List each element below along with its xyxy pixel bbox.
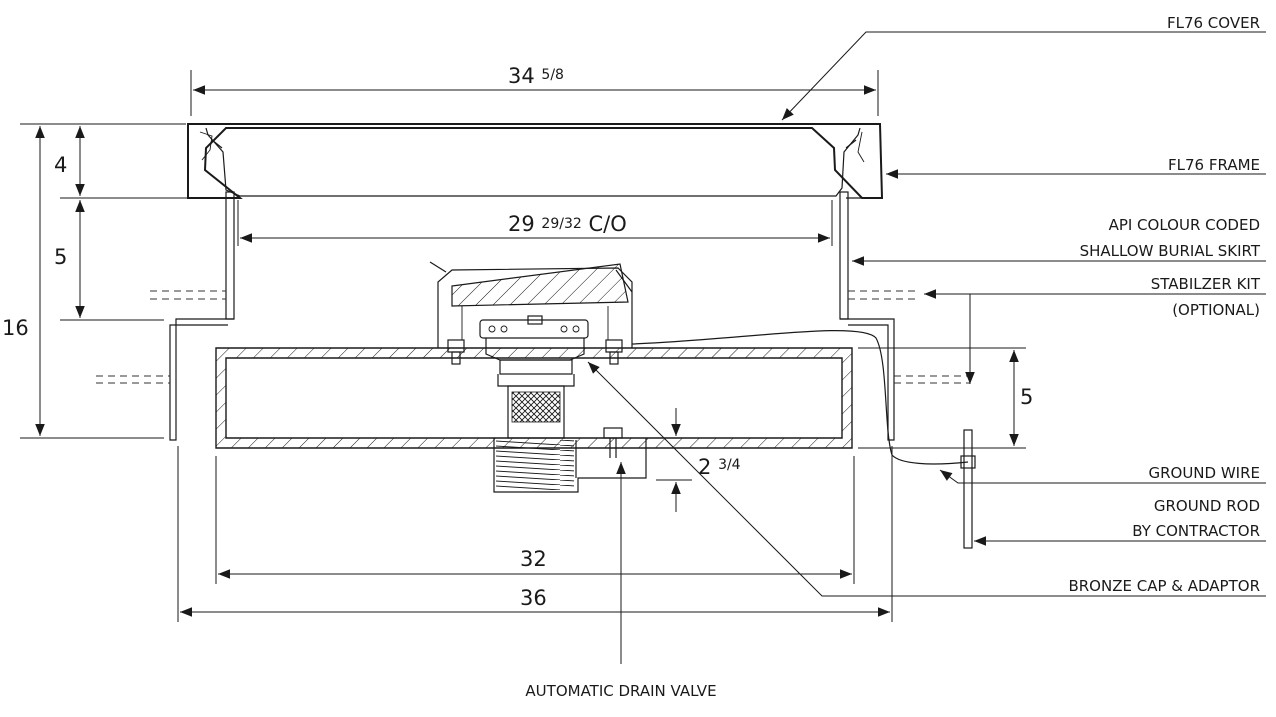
label-bronze-cap: BRONZE CAP & ADAPTOR bbox=[1068, 577, 1260, 595]
burial-skirt bbox=[169, 191, 895, 441]
dim-frame-height: 4 bbox=[54, 153, 67, 177]
label-skirt-line2: SHALLOW BURIAL SKIRT bbox=[1080, 242, 1261, 260]
label-stabilizer-line1: STABILZER KIT bbox=[1151, 275, 1261, 293]
label-frame: FL76 FRAME bbox=[1168, 156, 1260, 174]
label-cover: FL76 COVER bbox=[1167, 14, 1260, 32]
dimension-lines bbox=[20, 70, 1026, 622]
label-drain-valve: AUTOMATIC DRAIN VALVE bbox=[525, 682, 716, 700]
label-ground-rod-line2: BY CONTRACTOR bbox=[1132, 522, 1260, 540]
bronze-cap-adaptor bbox=[447, 315, 623, 439]
fl76-frame bbox=[187, 123, 884, 199]
riser-box bbox=[429, 261, 633, 348]
label-skirt-line1: API COLOUR CODED bbox=[1109, 216, 1260, 234]
ground-rod bbox=[960, 429, 976, 549]
dimension-labels: 34 5/8 29 29/32 C/O 4 5 16 5 2 3/4 32 36 bbox=[2, 64, 1033, 610]
label-ground-rod-line1: GROUND ROD bbox=[1154, 497, 1260, 515]
stabilizer-kit bbox=[96, 290, 970, 384]
leader-lines bbox=[587, 31, 1266, 664]
drain-fitting bbox=[493, 427, 647, 493]
callout-labels: FL76 COVER FL76 FRAME API COLOUR CODED S… bbox=[525, 14, 1260, 700]
label-stabilizer-line2: (OPTIONAL) bbox=[1172, 301, 1260, 319]
dim-skirt-height: 5 bbox=[54, 245, 67, 269]
dim-top-width: 34 5/8 bbox=[508, 64, 564, 88]
dim-base-width: 36 bbox=[520, 586, 547, 610]
ground-wire bbox=[631, 330, 969, 465]
fl76-cover bbox=[199, 127, 865, 197]
dim-drain-drop: 2 3/4 bbox=[698, 455, 741, 479]
dim-tank-width: 32 bbox=[520, 547, 547, 571]
tank-body bbox=[215, 347, 853, 449]
dim-total-height: 16 bbox=[2, 316, 29, 340]
dim-tank-height: 5 bbox=[1020, 385, 1033, 409]
dim-clear-opening: 29 29/32 C/O bbox=[508, 209, 627, 236]
label-ground-wire: GROUND WIRE bbox=[1148, 464, 1260, 482]
